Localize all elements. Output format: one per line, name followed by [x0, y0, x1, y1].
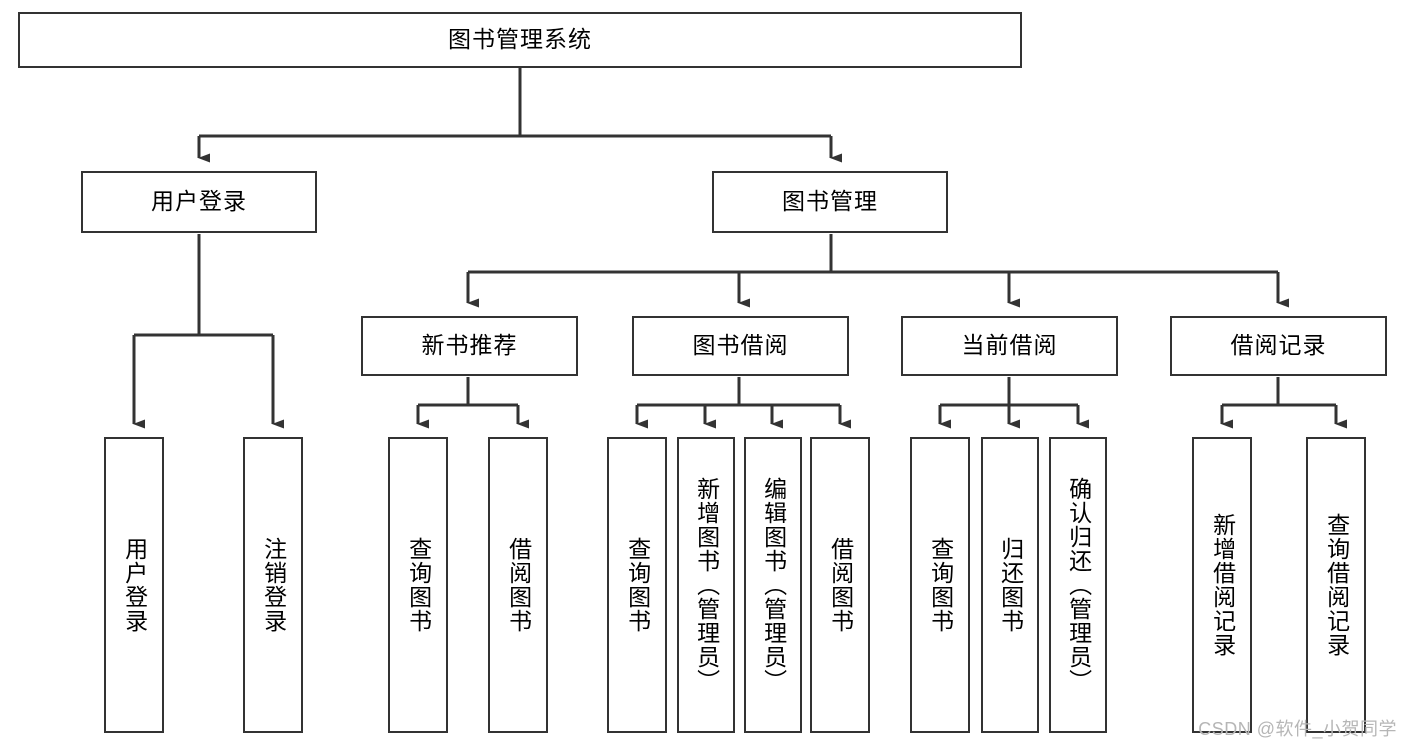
node-label: 新增图书（管理员） [693, 477, 720, 693]
node-leaf-query-book-2[interactable]: 查询图书 [607, 437, 667, 733]
node-label: 查询图书 [927, 537, 954, 633]
node-label: 查询图书 [405, 537, 432, 633]
node-leaf-add-book-admin[interactable]: 新增图书（管理员） [677, 437, 735, 733]
node-label: 编辑图书（管理员） [760, 477, 787, 693]
node-label: 新增借阅记录 [1209, 513, 1236, 657]
node-label: 图书管理系统 [448, 26, 592, 53]
node-label: 当前借阅 [961, 332, 1058, 359]
node-label: 注销登录 [260, 537, 287, 633]
node-leaf-add-borrow-record[interactable]: 新增借阅记录 [1192, 437, 1252, 733]
node-label: 归还图书 [997, 537, 1024, 633]
node-book-management-system[interactable]: 图书管理系统 [18, 12, 1022, 68]
node-label: 查询图书 [624, 537, 651, 633]
node-label: 借阅图书 [827, 537, 854, 633]
node-leaf-edit-book-admin[interactable]: 编辑图书（管理员） [744, 437, 802, 733]
node-label: 确认归还（管理员） [1065, 477, 1092, 693]
node-leaf-query-book-1[interactable]: 查询图书 [388, 437, 448, 733]
node-current-borrow[interactable]: 当前借阅 [901, 316, 1118, 376]
node-leaf-return-book[interactable]: 归还图书 [981, 437, 1039, 733]
node-new-book-recommend[interactable]: 新书推荐 [361, 316, 578, 376]
node-leaf-query-book-3[interactable]: 查询图书 [910, 437, 970, 733]
watermark: CSDN @软件_小贺同学 [1198, 719, 1397, 739]
node-label: 借阅图书 [505, 537, 532, 633]
node-borrow-record[interactable]: 借阅记录 [1170, 316, 1387, 376]
node-leaf-confirm-return-admin[interactable]: 确认归还（管理员） [1049, 437, 1107, 733]
node-label: 图书管理 [782, 188, 878, 215]
node-label: 用户登录 [151, 188, 247, 215]
node-book-management[interactable]: 图书管理 [712, 171, 948, 233]
node-user-login[interactable]: 用户登录 [81, 171, 317, 233]
node-label: 新书推荐 [421, 332, 518, 359]
node-label: 查询借阅记录 [1323, 513, 1350, 657]
node-label: 图书借阅 [692, 332, 789, 359]
node-book-borrow[interactable]: 图书借阅 [632, 316, 849, 376]
node-leaf-logout-login[interactable]: 注销登录 [243, 437, 303, 733]
node-leaf-borrow-book-1[interactable]: 借阅图书 [488, 437, 548, 733]
node-leaf-query-borrow-record[interactable]: 查询借阅记录 [1306, 437, 1366, 733]
node-leaf-user-login[interactable]: 用户登录 [104, 437, 164, 733]
node-label: 用户登录 [121, 537, 148, 633]
node-label: 借阅记录 [1230, 332, 1327, 359]
node-leaf-borrow-book-2[interactable]: 借阅图书 [810, 437, 870, 733]
